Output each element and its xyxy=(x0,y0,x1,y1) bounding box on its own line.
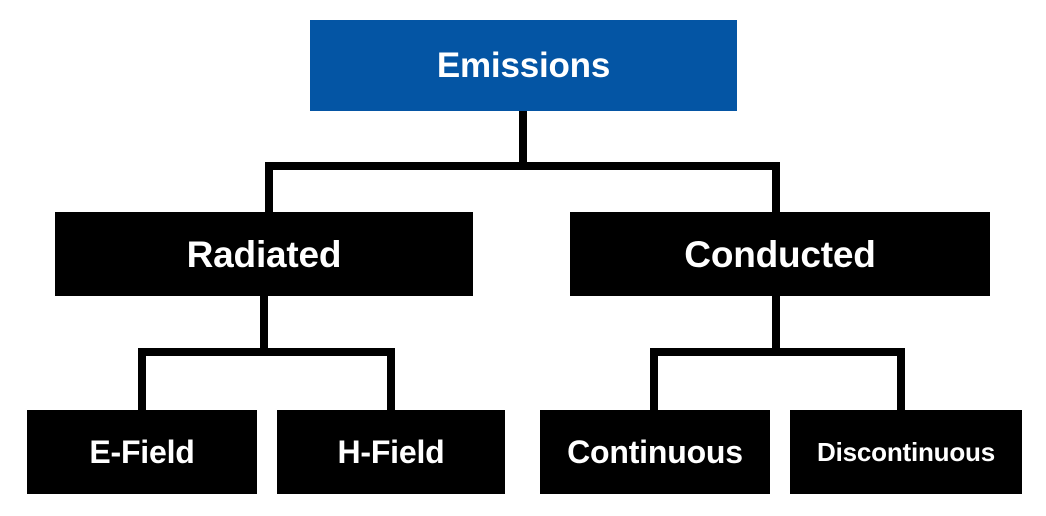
connector-conducted-to-continuous xyxy=(650,348,658,412)
connector-radiated-horizontal-bar xyxy=(138,348,395,356)
connector-conducted-to-discontinuous xyxy=(897,348,905,412)
node-conducted: Conducted xyxy=(570,212,990,296)
node-discontinuous: Discontinuous xyxy=(790,410,1022,494)
connector-emissions-stem xyxy=(519,111,527,166)
node-e-field: E-Field xyxy=(27,410,257,494)
connector-emissions-to-conducted xyxy=(772,162,780,214)
connector-emissions-to-radiated xyxy=(265,162,273,214)
node-h-field: H-Field xyxy=(277,410,505,494)
connector-radiated-stem xyxy=(260,296,268,352)
node-radiated: Radiated xyxy=(55,212,473,296)
connector-conducted-horizontal-bar xyxy=(650,348,905,356)
connector-emissions-horizontal-bar xyxy=(265,162,780,170)
connector-conducted-stem xyxy=(772,296,780,352)
connector-radiated-to-h-field xyxy=(387,348,395,412)
node-emissions: Emissions xyxy=(310,20,737,111)
node-continuous: Continuous xyxy=(540,410,770,494)
connector-radiated-to-e-field xyxy=(138,348,146,412)
